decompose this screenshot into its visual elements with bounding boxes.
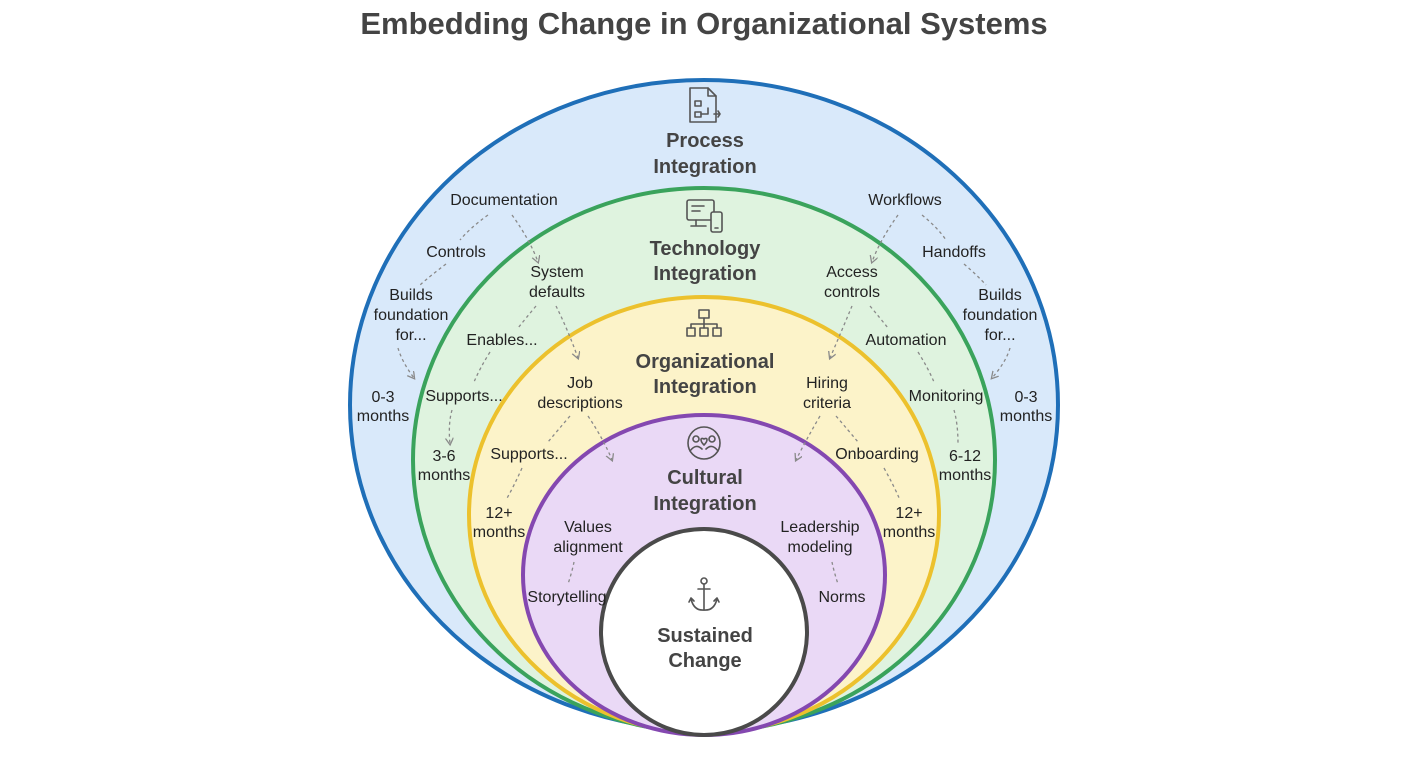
label-leadership-modeling-2: modeling (788, 539, 853, 556)
label-process-left-note-3: for... (395, 327, 426, 344)
core-title-line2: Change (668, 650, 741, 672)
label-process-right-note-3: for... (984, 327, 1015, 344)
technology-title-line2: Integration (653, 263, 756, 285)
connector (567, 561, 575, 585)
connector (872, 214, 899, 262)
connector (796, 415, 821, 460)
label-handoffs: Handoffs (922, 244, 986, 261)
organizational-title-line2: Integration (653, 376, 756, 398)
label-norms: Norms (818, 589, 865, 606)
connectors (397, 214, 1011, 585)
label-automation: Automation (866, 332, 947, 349)
connector (505, 467, 523, 501)
cultural-title-line2: Integration (653, 493, 756, 515)
cultural-title-line1: Cultural (667, 467, 743, 489)
label-job-descriptions-1: Job (567, 375, 593, 392)
label-tech-supports: Supports... (425, 388, 502, 405)
label-hiring-criteria-2: criteria (803, 395, 851, 412)
label-access-controls-2: controls (824, 284, 880, 301)
document-flow-icon (689, 87, 721, 123)
process-title-line2: Integration (653, 156, 756, 178)
connector (459, 214, 489, 241)
label-tech-enables: Enables... (466, 332, 537, 349)
connector (953, 409, 959, 445)
label-tech-right-time-2: months (939, 467, 991, 484)
connector (917, 351, 935, 383)
connector (883, 467, 901, 501)
label-process-right-note-2: foundation (963, 307, 1038, 324)
core-title-line1: Sustained (657, 625, 753, 647)
label-process-left-note-1: Builds (389, 287, 433, 304)
connector (921, 214, 947, 241)
label-org-right-time-1: 12+ (895, 505, 922, 522)
label-org-right-time-2: months (883, 524, 935, 541)
sustained-change-core (599, 527, 809, 737)
connector (473, 351, 491, 383)
label-hiring-criteria-1: Hiring (806, 375, 848, 392)
label-org-supports: Supports... (490, 446, 567, 463)
anchor-icon (688, 577, 720, 611)
connector (587, 415, 612, 460)
label-org-left-time-1: 12+ (485, 505, 512, 522)
label-tech-left-time-2: months (418, 467, 470, 484)
organizational-title-line1: Organizational (636, 351, 775, 373)
connector (397, 347, 414, 378)
connector (992, 347, 1011, 378)
connector (419, 263, 447, 286)
label-monitoring: Monitoring (909, 388, 984, 405)
label-leadership-modeling-1: Leadership (780, 519, 859, 536)
label-system-defaults-1: System (530, 264, 583, 281)
technology-title-line1: Technology (650, 238, 762, 260)
label-job-descriptions-2: descriptions (537, 395, 622, 412)
connector (835, 415, 859, 443)
label-onboarding: Onboarding (835, 446, 919, 463)
label-tech-right-time-1: 6-12 (949, 448, 981, 465)
people-heart-icon (687, 426, 721, 460)
org-chart-icon (686, 309, 722, 337)
label-documentation: Documentation (450, 192, 558, 209)
label-process-left-note-2: foundation (374, 307, 449, 324)
devices-icon (686, 199, 723, 233)
connector (511, 214, 538, 262)
label-process-left-time-2: months (357, 408, 409, 425)
label-org-left-time-2: months (473, 524, 525, 541)
label-controls: Controls (426, 244, 486, 261)
label-storytelling: Storytelling (527, 589, 606, 606)
label-process-right-time-2: months (1000, 408, 1052, 425)
diagram-title: Embedding Change in Organizational Syste… (360, 6, 1048, 41)
label-system-defaults-2: defaults (529, 284, 585, 301)
connector (517, 305, 537, 329)
label-process-right-note-1: Builds (978, 287, 1022, 304)
connector (449, 409, 452, 444)
label-process-right-time-1: 0-3 (1014, 389, 1037, 406)
connector (547, 415, 571, 443)
label-access-controls-1: Access (826, 264, 878, 281)
label-values-alignment-1: Values (564, 519, 612, 536)
label-tech-left-time-1: 3-6 (432, 448, 455, 465)
connector (831, 561, 839, 585)
process-title-line1: Process (666, 130, 744, 152)
label-workflows: Workflows (868, 192, 942, 209)
connector (869, 305, 889, 329)
label-values-alignment-2: alignment (553, 539, 623, 556)
connector (963, 263, 987, 286)
label-process-left-time-1: 0-3 (371, 389, 394, 406)
